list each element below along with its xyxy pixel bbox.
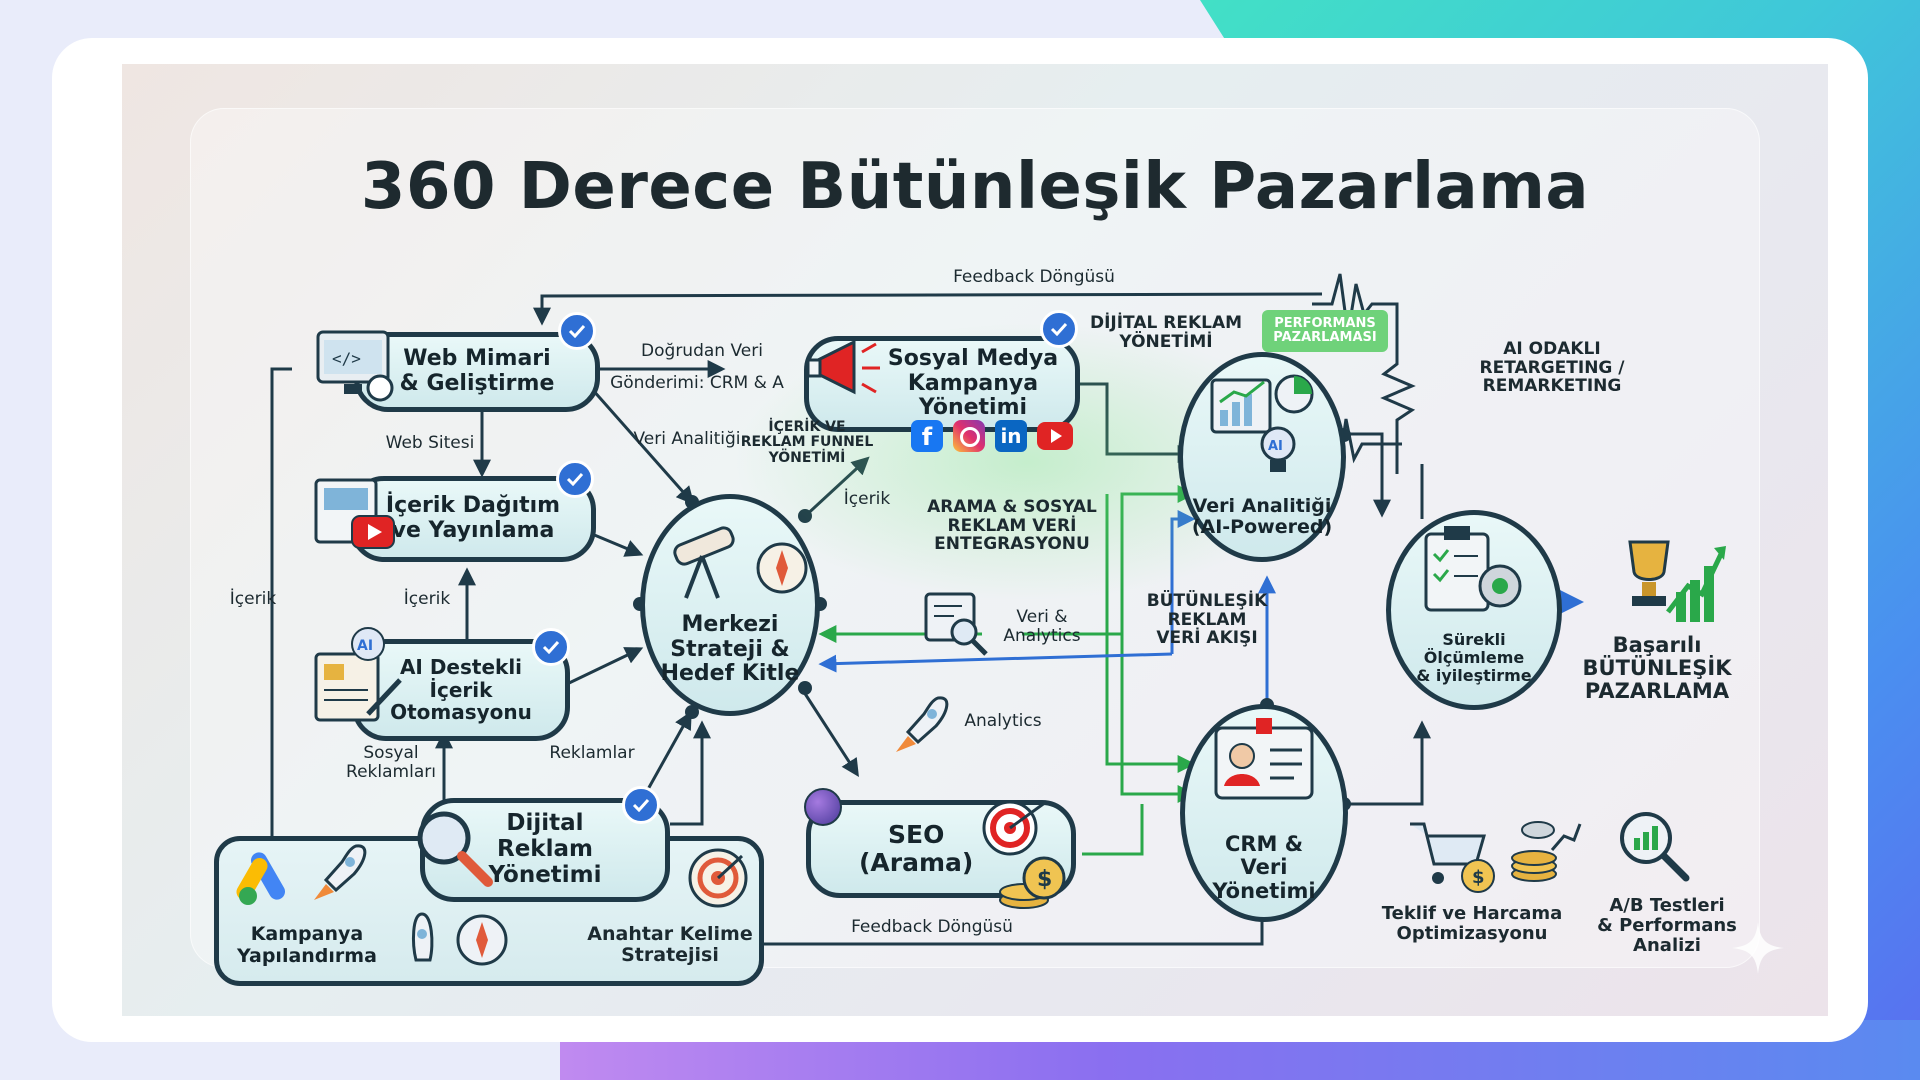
analytics-chart-icon: AI [1210,374,1314,472]
node-merkezi-label: Merkezi Strateji & Hedef Kitle [660,612,800,687]
dogrudan-veri-label: Doğrudan Veri [641,341,763,361]
check-badge-icon [622,786,660,824]
node-surekli-label: Sürekli Ölçümleme & iyileştirme [1416,630,1532,685]
node-kampanya-label: Kampanya Yapılandırma [237,923,377,967]
trophy-icon [1628,540,1726,622]
node-web-mimari-label: Web Mimari & Geliştirme [399,346,555,396]
node-sosyal-label: Sosyal Medya Kampanya Yönetimi [887,346,1059,421]
reklamlar-label: Reklamlar [549,743,635,763]
cart-icon: $ [1410,822,1495,893]
node-seo-label: SEO (Arama) [859,820,974,877]
diagram-title: 360 Derece Bütünleşik Pazarlama [360,150,1590,224]
icerik-mid-label: İçerik [403,589,451,609]
telescope-icon [673,526,735,599]
instagram-icon [953,420,985,452]
svg-text:$: $ [1037,867,1052,892]
ai-document-icon: AI [314,627,402,722]
target-icon [688,848,748,908]
ai-retargeting-label: AI ODAKLI RETARGETING / REMARKETING [1479,339,1625,397]
node-ai-icerik-label: AI Destekli İçerik Otomasyonu [390,655,532,725]
compass-icon [756,542,808,594]
node-dijital-reklam-label: Dijital Reklam Yönetimi [488,810,602,888]
ab-test-label: A/B Testleri & Performans Analizi [1597,895,1737,956]
video-icon [314,478,395,549]
icerik-left-label: İçerik [229,589,277,609]
performans-label: PERFORMANS PAZARLAMASI [1273,315,1377,345]
svg-text:$: $ [1472,867,1485,888]
facebook-icon: f [911,420,943,452]
veri-analitigi-edge-label: Veri Analitiği [633,429,741,449]
rocket-icon [314,844,367,900]
sosyal-reklamlari-label: Sosyal Reklamları [346,743,436,782]
seo-globe-icon [804,788,842,826]
clipboard-gear-icon [1424,526,1522,612]
node-seo[interactable]: SEO (Arama) [806,800,1076,898]
veri-analytics-label: Veri & Analytics [1003,607,1081,646]
coin-stack-icon: $ [999,856,1066,909]
google-ads-icon [236,852,285,905]
svg-text:AI: AI [357,638,373,654]
id-card-icon [1214,718,1314,800]
node-crm-label: CRM & Veri Yönetimi [1212,831,1316,903]
node-crm[interactable]: CRM & Veri Yönetimi [1180,704,1348,922]
svg-text:AI: AI [1268,439,1283,454]
coin-stack-icon [1511,821,1582,882]
node-web-mimari[interactable]: Web Mimari & Geliştirme [354,332,600,412]
rocket-compass-icon [412,912,508,966]
svg-text:</>: </> [332,349,361,368]
basarili-label: Başarılı BÜTÜNLEŞİK PAZARLAMA [1582,633,1732,704]
node-merkezi-strateji[interactable]: Merkezi Strateji & Hedef Kitle [640,494,820,716]
connector-lines [270,273,1584,946]
web-sitesi-label: Web Sitesi [385,433,475,453]
teklif-label: Teklif ve Harcama Optimizasyonu [1381,903,1563,944]
icerik-right-label: İçerik [843,489,891,509]
target-icon [982,800,1047,856]
icerik-funnel-label: İÇERİK VE REKLAM FUNNEL YÖNETİMİ [740,419,874,466]
sparkle-icon [1732,922,1784,974]
performans-badge: PERFORMANS PAZARLAMASI [1262,310,1388,352]
diagram-canvas: 360 Derece Bütünleşik Pazarlama [122,64,1828,1016]
feedback-bottom-label: Feedback Döngüsü [851,917,1013,937]
youtube-icon [1037,422,1073,450]
check-badge-icon [556,460,594,498]
anahtar-kelime-label: Anahtar Kelime Stratejisi [587,923,753,966]
dijital-reklam-yonetimi-label: DİJİTAL REKLAM YÖNETİMİ [1089,313,1243,352]
search-document-icon [924,592,988,656]
magnifier-chart-icon [1620,812,1690,882]
check-badge-icon [532,628,570,666]
arama-sosyal-label: ARAMA & SOSYAL REKLAM VERİ ENTEGRASYONU [927,497,1097,555]
feedback-top-line [533,292,1323,326]
linkedin-icon: in [995,420,1027,452]
check-badge-icon [558,312,596,350]
butunlesik-akis-label: BÜTÜNLEŞİK REKLAM VERİ AKIŞI [1146,591,1268,649]
rocket-icon [896,696,949,752]
node-veri-analitigi-label: Veri Analitiği (AI-Powered) [1191,494,1333,538]
analytics-label: Analytics [964,711,1042,731]
check-badge-icon [1040,310,1078,348]
magnifier-icon [417,811,493,887]
feedback-top-label: Feedback Döngüsü [953,267,1115,287]
gonderimi-label: Gönderimi: CRM & A [610,373,784,393]
monitor-code-icon: </> [316,330,394,402]
megaphone-icon [806,339,880,395]
node-icerik-dagitim-label: İçerik Dağıtım ve Yayınlama [385,493,561,543]
